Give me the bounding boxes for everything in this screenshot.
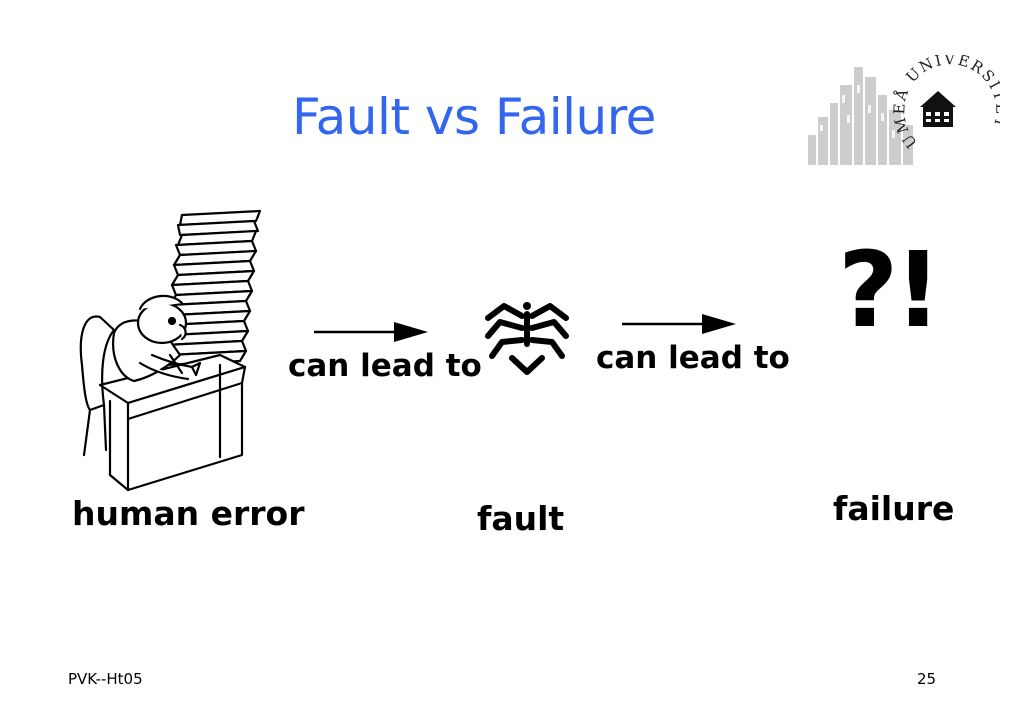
arrow-right-icon: [622, 314, 736, 334]
person-at-desk-with-paper-stack-icon: [79, 209, 262, 492]
footer-course-code: PVK--Ht05: [68, 670, 143, 688]
fault-label: fault: [477, 499, 565, 538]
page-number: 25: [917, 670, 937, 688]
bug-icon: [485, 302, 569, 375]
can-lead-to-label: can lead to: [288, 348, 482, 384]
slide-title: Fault vs Failure: [292, 88, 656, 146]
human-error-label: human error: [72, 494, 305, 533]
question-exclamation-symbol: ?!: [838, 229, 942, 351]
failure-label: failure: [833, 489, 955, 528]
university-logo: UMEÅ UNIVERSITET: [808, 55, 1000, 165]
arrow-right-icon: [314, 322, 428, 342]
can-lead-to-label: can lead to: [596, 340, 790, 376]
